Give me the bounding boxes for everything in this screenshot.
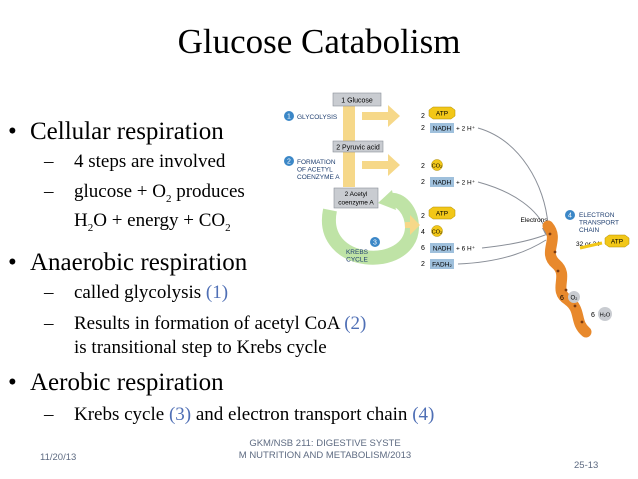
svg-text:2: 2 (421, 113, 425, 120)
svg-text:32 or 34: 32 or 34 (576, 241, 600, 248)
svg-text:KREBS: KREBS (346, 249, 369, 256)
fadh2-box (430, 259, 454, 269)
step-4-marker (565, 210, 575, 220)
svg-text:3: 3 (373, 240, 377, 247)
sub-acetyl-coa: –Results in formation of acetyl CoA (2) (44, 313, 367, 334)
electron-arrows (457, 127, 549, 265)
co2-badge (431, 159, 443, 171)
svg-text:2 Acetyl: 2 Acetyl (345, 191, 368, 198)
svg-text:+ 2 H⁺: + 2 H⁺ (456, 126, 475, 133)
atp-badge (604, 234, 630, 248)
svg-text:2: 2 (421, 213, 425, 220)
svg-text:2: 2 (421, 179, 425, 186)
h2o-badge (598, 307, 612, 321)
svg-text:2: 2 (421, 163, 425, 170)
acetyl-coa-box (333, 187, 379, 209)
svg-text:OF ACETYL: OF ACETYL (297, 167, 333, 174)
svg-text:+ 2 H⁺: + 2 H⁺ (456, 180, 475, 187)
svg-text:CYCLE: CYCLE (346, 257, 368, 264)
atp-badge (428, 206, 456, 220)
svg-text:6: 6 (591, 312, 595, 319)
footer-page-number: 25-13 (574, 460, 599, 471)
svg-text:CO₂: CO₂ (432, 230, 442, 236)
svg-text:NADH: NADH (433, 180, 452, 187)
slide-title: Glucose Catabolism (177, 22, 461, 61)
svg-text:GLYCOLYSIS: GLYCOLYSIS (297, 114, 338, 121)
svg-text:O₂: O₂ (571, 296, 579, 302)
svg-text:4: 4 (568, 213, 572, 220)
svg-text:FADH₂: FADH₂ (432, 262, 452, 269)
nadh-box (430, 177, 454, 187)
sub-transitional-step: is transitional step to Krebs cycle (74, 337, 327, 358)
svg-text:2: 2 (421, 261, 425, 268)
svg-text:COENZYME A: COENZYME A (297, 174, 340, 181)
step-1-marker (284, 111, 294, 121)
step-2-marker (284, 156, 294, 166)
svg-text:2: 2 (421, 125, 425, 132)
bullet-anaerobic-respiration: •Anaerobic respiration (8, 249, 248, 276)
svg-text:coenzyme A: coenzyme A (338, 200, 374, 207)
svg-text:CHAIN: CHAIN (579, 227, 600, 234)
svg-text:CO₂: CO₂ (432, 164, 442, 170)
svg-text:6: 6 (560, 295, 564, 302)
bullet-cellular-respiration: •Cellular respiration (8, 118, 224, 145)
krebs-cycle-arrow (321, 192, 420, 265)
glucose-box (332, 92, 382, 107)
svg-text:NADH: NADH (433, 246, 452, 253)
svg-text:NADH: NADH (433, 126, 452, 133)
nadh-box (430, 243, 454, 253)
svg-text:1: 1 (287, 114, 291, 121)
svg-text:+ 6 H⁺: + 6 H⁺ (456, 246, 475, 253)
svg-text:H₂O: H₂O (600, 313, 611, 319)
sub-glucose-o2: –glucose + O2 produces (44, 181, 245, 205)
footer-date: 11/20/13 (40, 452, 77, 463)
svg-text:6: 6 (421, 245, 425, 252)
glycolysis-yield-arrow (362, 105, 400, 127)
svg-text:4: 4 (421, 229, 425, 236)
pyruvic-acid-box (332, 140, 384, 153)
sub-glycolysis: –called glycolysis (1) (44, 282, 229, 303)
sub-products: H2O + energy + CO2 (74, 210, 231, 234)
svg-text:2 Pyruvic acid: 2 Pyruvic acid (336, 145, 380, 152)
svg-text:Electrons: Electrons (520, 217, 548, 224)
svg-text:1 Glucose: 1 Glucose (341, 98, 373, 105)
svg-text:ATP: ATP (436, 111, 448, 118)
atp-badge (428, 106, 456, 120)
svg-text:2: 2 (287, 159, 291, 166)
svg-text:FORMATION: FORMATION (297, 159, 336, 166)
nadh-box (430, 123, 454, 133)
co2-badge (431, 225, 443, 237)
svg-text:ATP: ATP (436, 211, 448, 218)
bullet-aerobic-respiration: •Aerobic respiration (8, 369, 224, 396)
svg-text:ELECTRON: ELECTRON (579, 212, 615, 219)
svg-text:ATP: ATP (611, 239, 623, 246)
sub-four-steps: –4 steps are involved (44, 151, 226, 172)
svg-text:TRANSPORT: TRANSPORT (579, 220, 619, 227)
step-3-marker (370, 237, 380, 247)
o2-badge (568, 291, 580, 303)
electron-transport-chain (542, 220, 592, 338)
sub-krebs-etc: –Krebs cycle (3) and electron transport … (44, 404, 435, 425)
